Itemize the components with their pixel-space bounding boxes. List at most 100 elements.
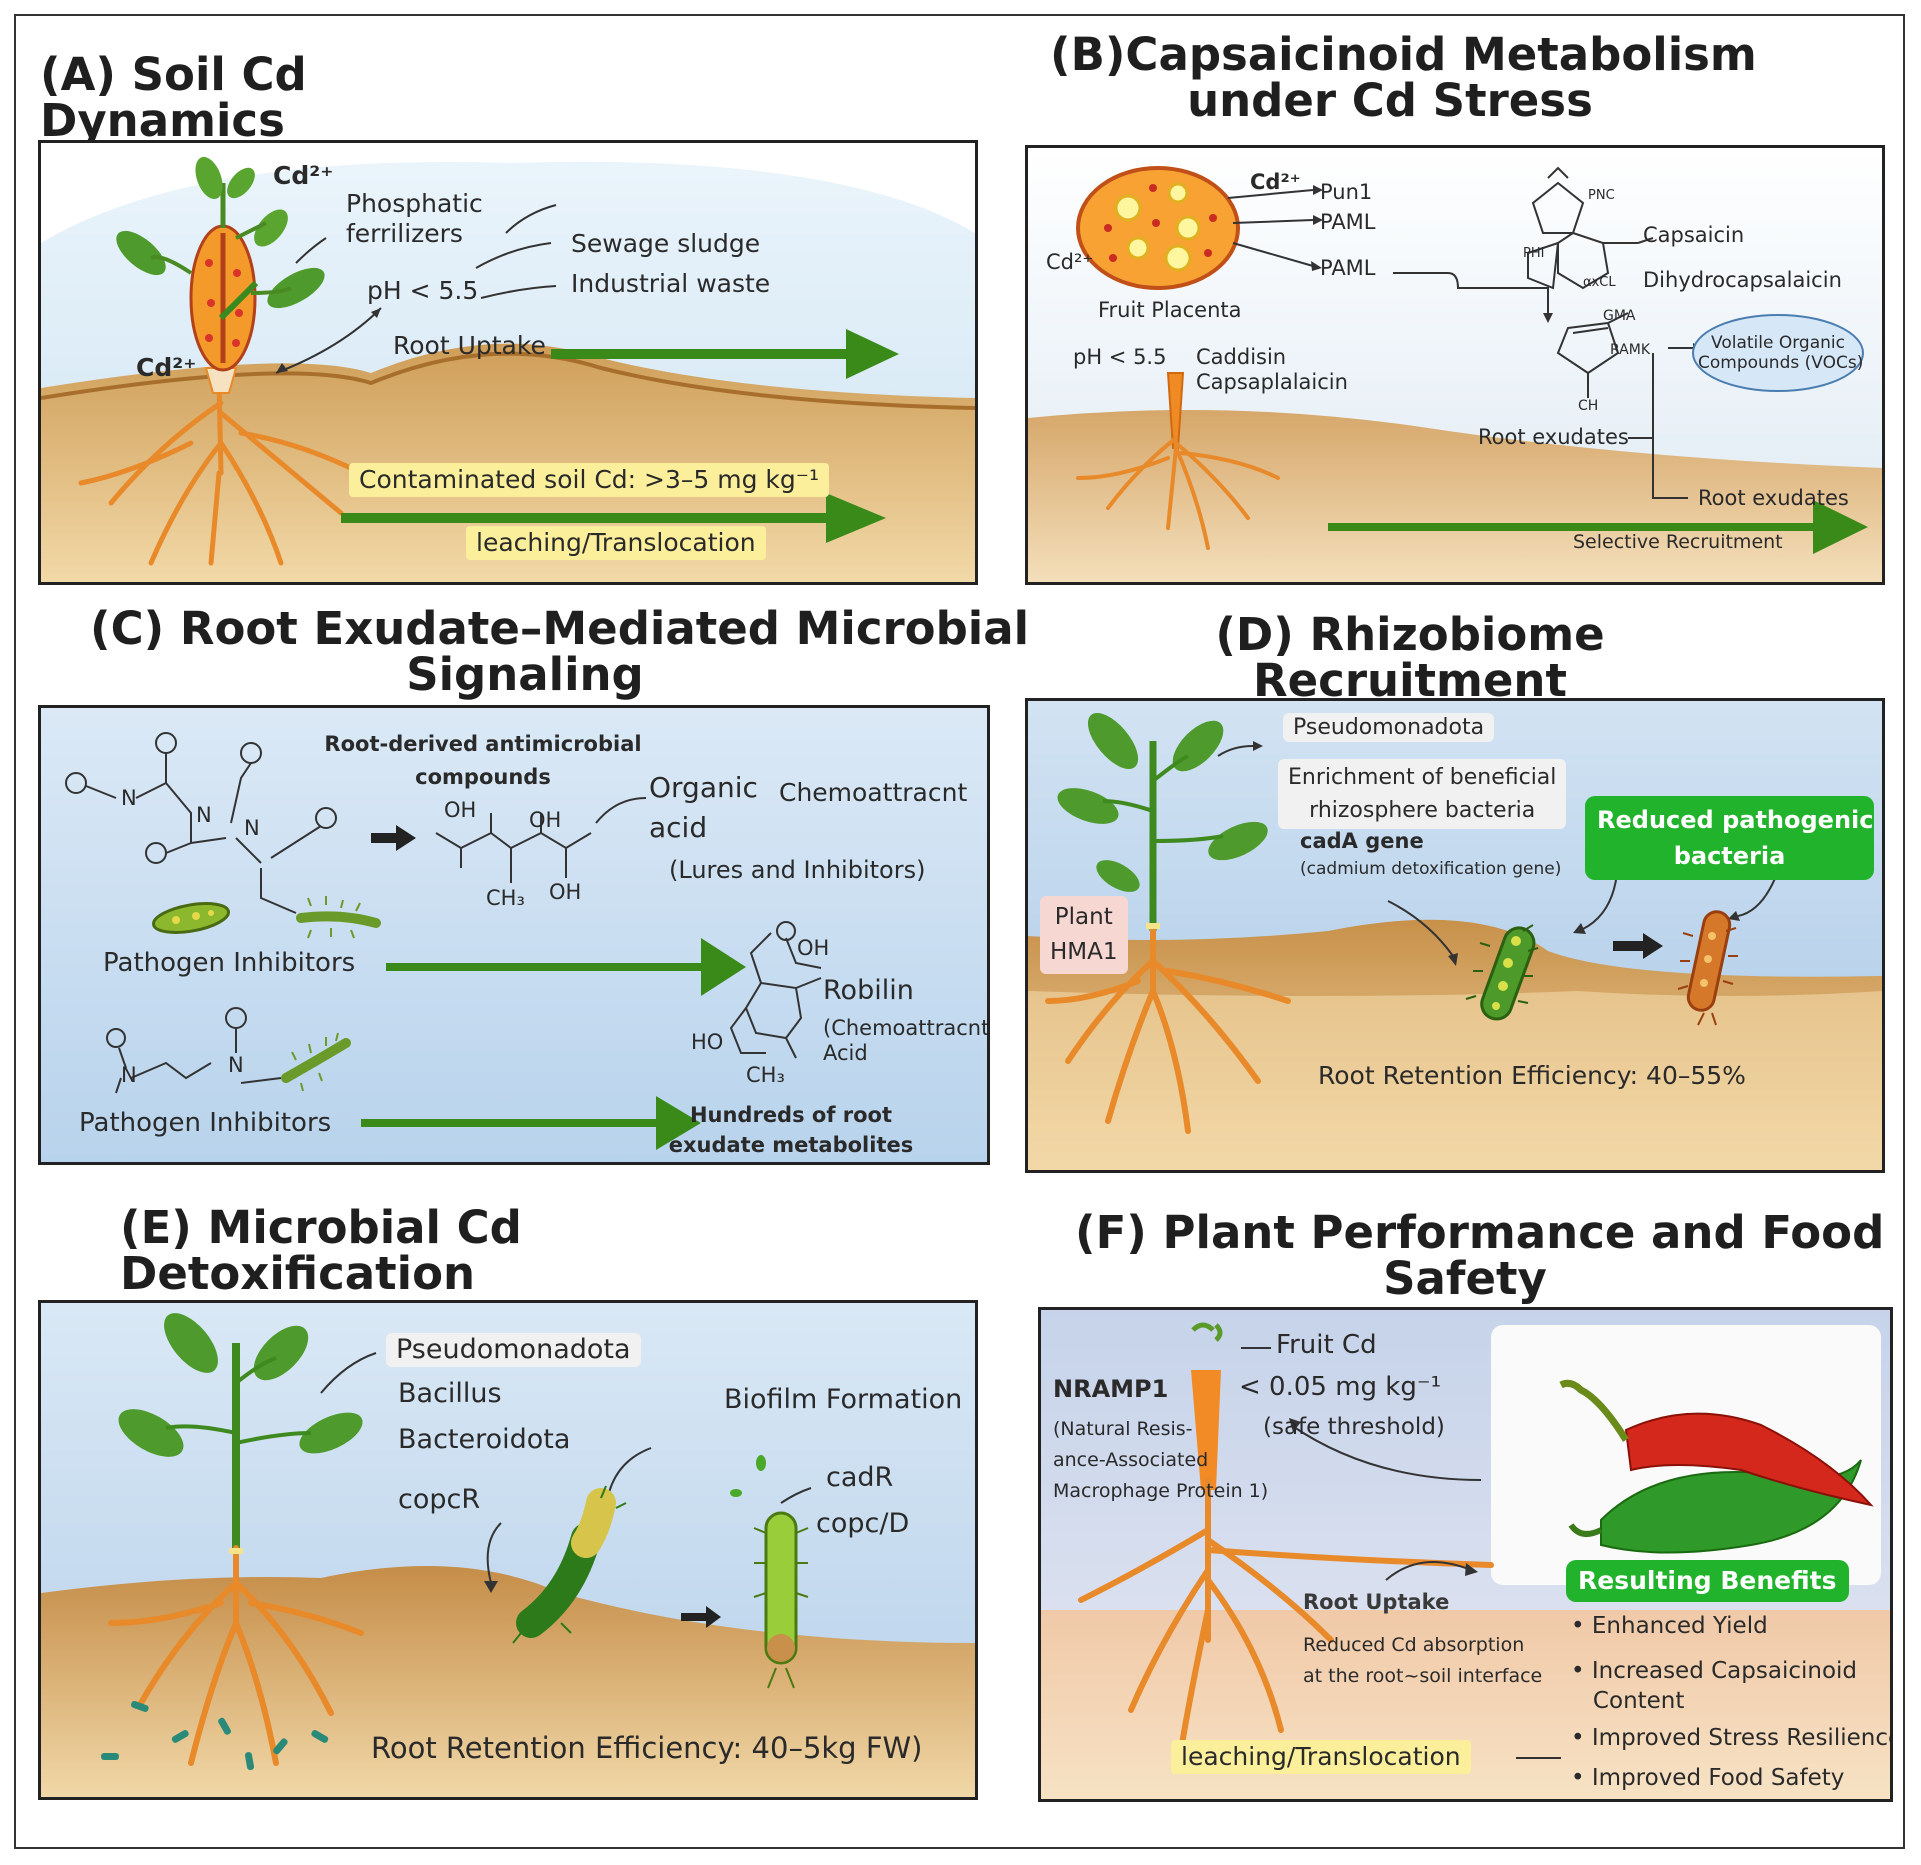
panel-e-title: (E) Microbial Cd Detoxification bbox=[120, 1201, 522, 1300]
oh-label-1: OH bbox=[444, 798, 477, 822]
fruit-cd-label: Fruit Cd bbox=[1276, 1330, 1377, 1360]
panel-a-title: (A) Soil Cd Dynamics bbox=[40, 48, 307, 147]
biofilm-bacterium bbox=[512, 1485, 627, 1644]
copcr-label: copcR bbox=[398, 1484, 481, 1515]
beneficial-bacterium bbox=[1465, 924, 1539, 1021]
retention-label: Root Retention Efficiency: 40–5kg FW) bbox=[371, 1731, 923, 1765]
n-label-5: N bbox=[228, 1053, 244, 1077]
cd-label-top: Cd²⁺ bbox=[273, 161, 334, 190]
panel-b-title: (B)Capsaicinoid Metabolism under Cd Stre… bbox=[1050, 28, 1757, 127]
leaching-label: leaching/Translocation bbox=[1171, 1740, 1471, 1774]
n-label-2: N bbox=[196, 803, 212, 827]
pathogen-inhibitors-label-2: Pathogen Inhibitors bbox=[79, 1108, 332, 1138]
green-arrow-2 bbox=[361, 1096, 701, 1150]
cada-sub-label: (cadmium detoxification gene) bbox=[1300, 859, 1562, 879]
green-arrow-2 bbox=[341, 493, 886, 543]
panel-a: Cd²⁺ Cd²⁺ Phosphatic ferrilizers Sewage … bbox=[38, 140, 978, 585]
molecule-2 bbox=[435, 813, 592, 883]
panel-c: Root-derived antimicrobial compounds Org… bbox=[38, 705, 990, 1165]
roots bbox=[1045, 923, 1291, 1134]
pun1-label: Pun1 bbox=[1320, 180, 1373, 204]
bacterium-1 bbox=[152, 902, 230, 934]
panel-a-illustration bbox=[41, 143, 975, 582]
paml-label-1: PAML bbox=[1320, 210, 1376, 234]
nramp1-label: NRAMP1 bbox=[1053, 1375, 1169, 1403]
ch3-label-1: CH₃ bbox=[486, 886, 525, 910]
ch-label: CH bbox=[1578, 398, 1599, 414]
red-pepper bbox=[1559, 1379, 1874, 1507]
safe-threshold-label: (safe threshold) bbox=[1263, 1414, 1445, 1440]
gma-structure bbox=[1556, 312, 1629, 398]
voc-label: Volatile Organic Compounds (VOCs) bbox=[1698, 333, 1864, 373]
retention-label: Root Retention Efficiency: 40–55% bbox=[1318, 1061, 1746, 1090]
capsaicin-label: Capsaicin bbox=[1643, 223, 1745, 247]
fruit-placenta-label: Fruit Placenta bbox=[1098, 298, 1242, 322]
bacterium-2 bbox=[296, 896, 381, 939]
pseudomonadota-label: Pseudomonadota bbox=[386, 1333, 641, 1367]
benefit-item: • Enhanced Yield bbox=[1571, 1613, 1768, 1639]
uptake-arrow bbox=[275, 307, 382, 374]
roots bbox=[108, 1545, 364, 1766]
organic-acid-label: Organic acid bbox=[649, 771, 758, 844]
plant-hma1-label: Plant HMA1 bbox=[1040, 896, 1128, 974]
cd-label-left: Cd²⁺ bbox=[136, 353, 197, 382]
oh-label-3: OH bbox=[549, 880, 582, 904]
xcl-label: αxCL bbox=[1583, 275, 1616, 290]
copcd-label: copc/D bbox=[816, 1508, 910, 1539]
benefit-item: • Improved Stress Resilience bbox=[1571, 1725, 1893, 1751]
ch3-label-2: CH₃ bbox=[746, 1063, 785, 1087]
bacterium-3 bbox=[281, 1032, 351, 1092]
n-label-4: N bbox=[121, 1063, 137, 1087]
benefit-item: • Increased Capsaicinoid Content bbox=[1571, 1658, 1858, 1714]
panel-b-illustration bbox=[1028, 148, 1882, 582]
cd-label-top: Cd²⁺ bbox=[1250, 170, 1301, 194]
pseudomonadota-label: Pseudomonadota bbox=[1283, 713, 1495, 742]
benefit-item: • Improved Food Safety bbox=[1571, 1765, 1845, 1791]
dihydro-label: Dihydrocapsalaicin bbox=[1643, 268, 1842, 292]
green-arrow-1 bbox=[386, 938, 746, 996]
robilin-structure bbox=[729, 921, 822, 1059]
arrow-to-pathogen bbox=[1613, 933, 1663, 959]
root-uptake-label: Root Uptake bbox=[1303, 1590, 1450, 1614]
stem bbox=[1191, 1370, 1221, 1490]
n-label-3: N bbox=[244, 816, 260, 840]
pathogenic-bacterium bbox=[1677, 910, 1738, 1026]
bacillus-label: Bacillus bbox=[398, 1378, 502, 1409]
n-label-1: N bbox=[121, 786, 137, 810]
threshold-label: < 0.05 mg kg⁻¹ bbox=[1239, 1372, 1442, 1402]
sewage-label: Sewage sludge bbox=[571, 229, 761, 258]
leaching-label: leaching/Translocation bbox=[466, 526, 766, 560]
molecule-1 bbox=[65, 732, 337, 914]
roots bbox=[78, 380, 364, 566]
oh-label-4: OH bbox=[797, 936, 830, 960]
root-exudates-label-1: Root exudates bbox=[1478, 425, 1629, 449]
pnc-label: PNC bbox=[1588, 188, 1615, 203]
panel-f: Fruit Cd < 0.05 mg kg⁻¹ (safe threshold)… bbox=[1038, 1307, 1893, 1802]
panel-d-title: (D) Rhizobiome Recruitment bbox=[1215, 608, 1605, 707]
selective-recruitment-label: Selective Recruitment bbox=[1573, 531, 1783, 553]
capsaicin-structure bbox=[1527, 166, 1654, 290]
paml-label-2: PAML bbox=[1320, 256, 1376, 280]
resulting-benefits-badge: Resulting Benefits bbox=[1566, 1560, 1849, 1602]
chemoattractant-label: Chemoattracnt bbox=[779, 778, 968, 807]
panel-e-illustration bbox=[41, 1303, 975, 1797]
green-arrow-selective bbox=[1328, 500, 1868, 554]
panel-d: Pseudomonadota Enrichment of beneficial … bbox=[1025, 698, 1885, 1173]
panel-b: Cd²⁺ Cd²⁺ Pun1 PAML PAML Fruit Placenta … bbox=[1025, 145, 1885, 585]
phi-label: PHI bbox=[1523, 246, 1545, 261]
lures-label: (Lures and Inhibitors) bbox=[669, 856, 926, 884]
bacteroidota-label: Bacteroidota bbox=[398, 1424, 571, 1455]
enrichment-label: Enrichment of beneficial rhizosphere bac… bbox=[1278, 759, 1567, 829]
molecule-3 bbox=[106, 1007, 282, 1094]
green-arrow-1 bbox=[551, 329, 899, 379]
voc-bubble bbox=[1692, 314, 1864, 392]
panel-c-title: (C) Root Exudate–Mediated Microbial Sign… bbox=[90, 602, 1030, 701]
root-exudates-label-2: Root exudates bbox=[1698, 486, 1849, 510]
gma-label: GMA bbox=[1603, 308, 1636, 324]
figure-frame bbox=[14, 14, 1905, 1849]
root-derived-label: Root-derived antimicrobial compounds bbox=[324, 732, 642, 789]
panel-f-illustration bbox=[1041, 1310, 1890, 1799]
contaminated-label: Contaminated soil Cd: >3–5 mg kg⁻¹ bbox=[349, 463, 829, 497]
ph-label: pH < 5.5 bbox=[367, 276, 479, 305]
ramk-label: RAMK bbox=[1610, 342, 1650, 358]
